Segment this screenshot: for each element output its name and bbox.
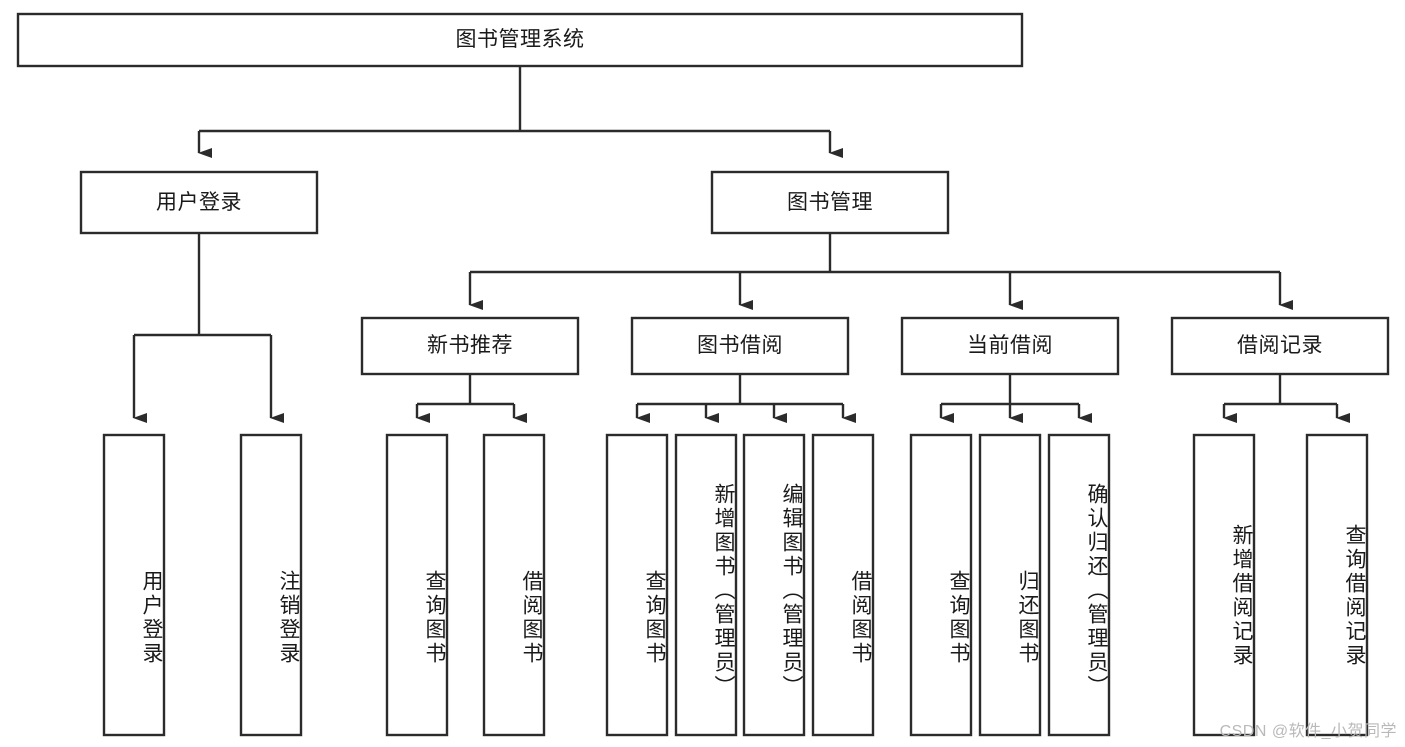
- node-box-leaf-new-book-2[interactable]: [482, 433, 546, 737]
- node-box-leaf-new-book-1[interactable]: [385, 433, 449, 737]
- node-box-leaf-current-borrow-3[interactable]: [1047, 433, 1111, 737]
- node-box-leaf-borrow-record-1[interactable]: [1192, 433, 1256, 737]
- node-box-leaf-current-borrow-1[interactable]: [909, 433, 973, 737]
- node-box-layer: [16, 12, 1390, 737]
- node-box-leaf-book-borrow-4[interactable]: [811, 433, 875, 737]
- node-box-leaf-user-login-2[interactable]: [239, 433, 303, 737]
- node-box-leaf-book-borrow-3[interactable]: [742, 433, 806, 737]
- node-box-current-borrow[interactable]: [900, 316, 1120, 376]
- watermark-text: CSDN @软件_小贺同学: [1219, 723, 1397, 740]
- node-box-root[interactable]: [16, 12, 1024, 68]
- node-box-book-borrow[interactable]: [630, 316, 850, 376]
- node-box-leaf-borrow-record-2[interactable]: [1305, 433, 1369, 737]
- connector-layer: [132, 67, 1350, 423]
- node-box-user-login[interactable]: [79, 170, 319, 235]
- node-box-leaf-book-borrow-2[interactable]: [674, 433, 738, 737]
- node-box-new-book-recommend[interactable]: [360, 316, 580, 376]
- node-box-leaf-book-borrow-1[interactable]: [605, 433, 669, 737]
- node-box-book-manage[interactable]: [710, 170, 950, 235]
- node-box-leaf-user-login-1[interactable]: [102, 433, 166, 737]
- node-box-borrow-record[interactable]: [1170, 316, 1390, 376]
- node-box-leaf-current-borrow-2[interactable]: [978, 433, 1042, 737]
